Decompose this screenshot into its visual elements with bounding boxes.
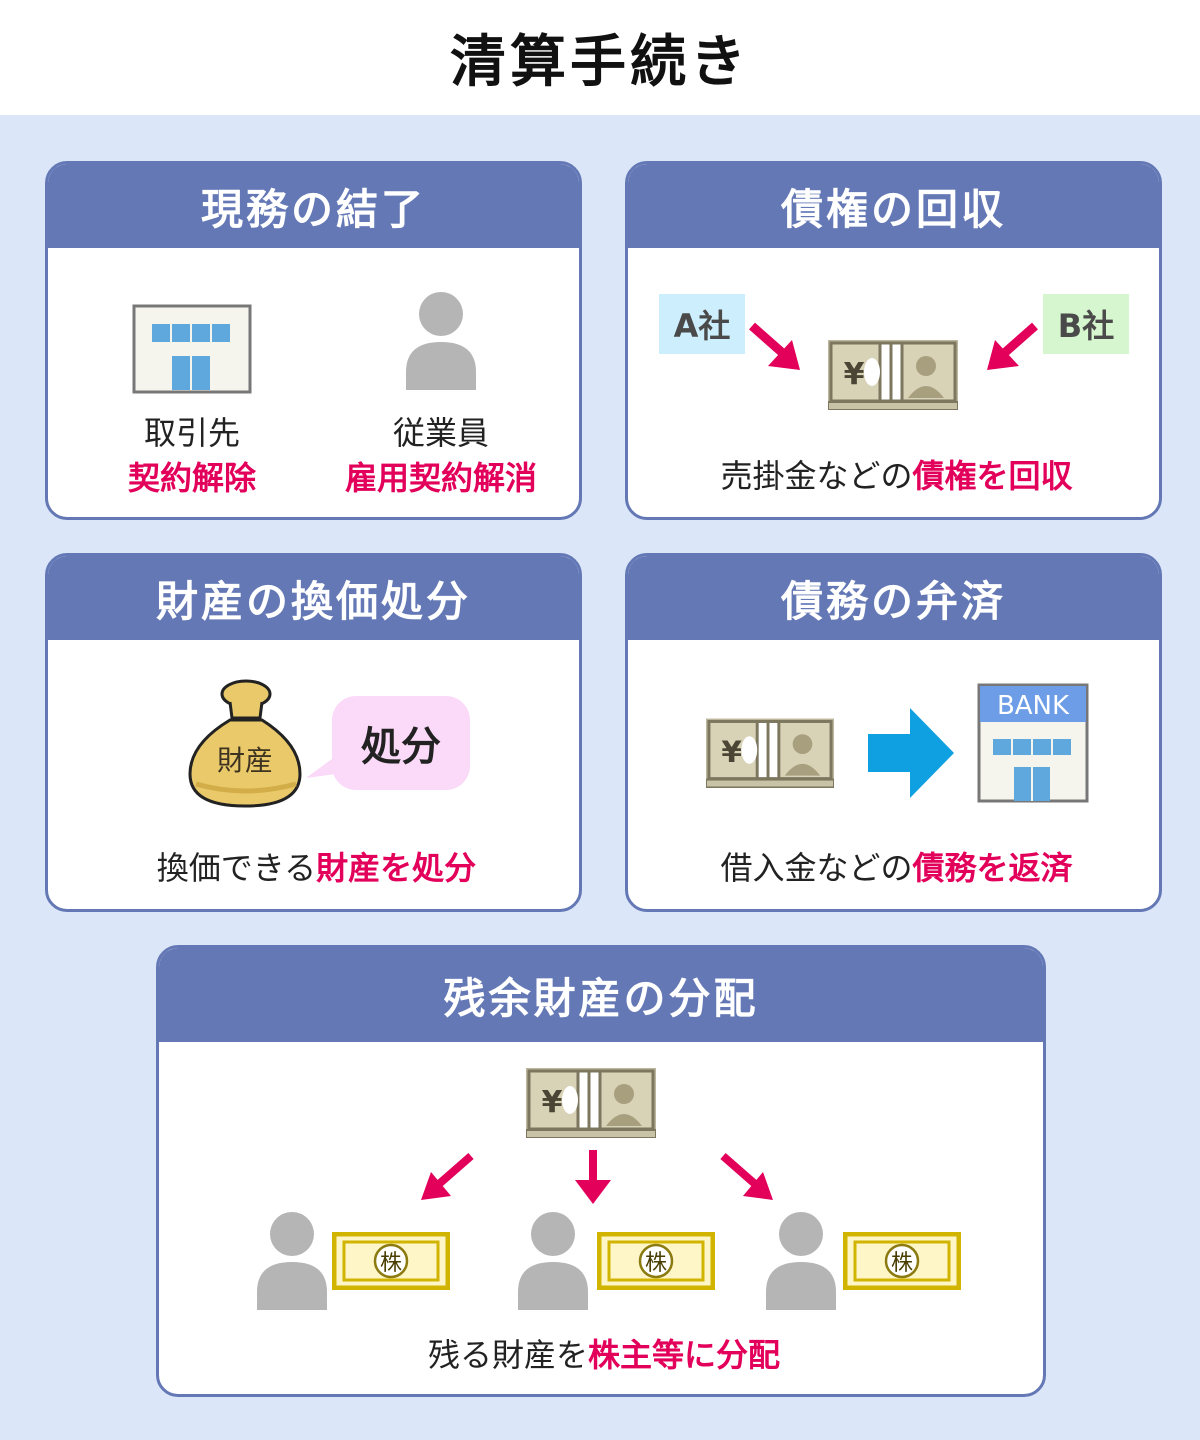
building-icon [132, 304, 252, 394]
card-body: A社 B社 ¥ 売掛金などの債権を回収 [628, 248, 1159, 517]
shareholder-person-icon [518, 1212, 588, 1310]
assets-caption: 換価できる財産を処分 [48, 843, 579, 889]
caption-plain: 売掛金などの [720, 457, 913, 495]
residual-caption: 残る財産を株主等に分配 [159, 1330, 1043, 1376]
card-body: 取引先 契約解除 従業員 雇用契約解消 [48, 248, 579, 517]
speech-bubble: 処分 [332, 696, 470, 790]
card-heading: 現務の結了 [48, 164, 579, 248]
card-heading: 債務の弁済 [628, 556, 1159, 640]
share-certificate-icon: 株 [597, 1232, 715, 1290]
card-residual-distribution: 残余財産の分配 ¥ 株 株 株 残る財産を株主等に分配 [156, 945, 1046, 1397]
employee-label: 従業員 [392, 414, 489, 452]
credit-caption: 売掛金などの債権を回収 [628, 451, 1159, 497]
arrow-down-icon [575, 1150, 611, 1204]
card-heading: 財産の換価処分 [48, 556, 579, 640]
share-mark: 株 [891, 1251, 913, 1276]
arrow-right-icon [868, 708, 954, 798]
card-body: ¥ BANK 借入金などの債務を返済 [628, 640, 1159, 909]
share-certificate-icon: 株 [332, 1232, 450, 1290]
currency-mark: ¥ [542, 1085, 563, 1120]
card-debt-repayment: 債務の弁済 ¥ BANK 借入金などの債務を返済 [625, 553, 1162, 912]
caption-emphasis: 債務を返済 [912, 849, 1073, 887]
money-bag-icon: 財産 [188, 679, 302, 808]
person-icon [406, 292, 476, 390]
arrow-left-down-icon [987, 322, 1038, 370]
yen-bill-icon: ¥ [828, 340, 958, 410]
card-asset-liquidation: 財産の換価処分 財産 処分 換価できる財産を処分 [45, 553, 582, 912]
debt-caption: 借入金などの債務を返済 [628, 843, 1159, 889]
company-b-label: B社 [1043, 294, 1129, 354]
shareholder-person-icon [257, 1212, 327, 1310]
caption-plain: 残る財産を [427, 1336, 588, 1374]
caption-plain: 換価できる [156, 849, 317, 887]
currency-mark: ¥ [721, 735, 742, 769]
shareholder-person-icon [766, 1212, 836, 1310]
share-mark: 株 [645, 1251, 667, 1276]
speech-bubble-tail [306, 756, 336, 778]
currency-mark: ¥ [844, 357, 865, 392]
card-heading: 債権の回収 [628, 164, 1159, 248]
client-action: 契約解除 [127, 459, 256, 497]
caption-emphasis: 株主等に分配 [588, 1336, 781, 1374]
caption-emphasis: 財産を処分 [316, 849, 477, 887]
caption-plain: 借入金などの [720, 849, 913, 887]
arrow-down-left-icon [421, 1152, 474, 1200]
money-bag-label: 財産 [217, 744, 273, 777]
arrow-down-right-icon [720, 1152, 773, 1200]
company-a-label: A社 [659, 294, 745, 354]
card-heading: 残余財産の分配 [159, 948, 1043, 1042]
bank-building-icon: BANK [977, 683, 1089, 803]
share-mark: 株 [380, 1251, 402, 1276]
card-body: ¥ 株 株 株 残る財産を株主等に分配 [159, 1042, 1043, 1394]
client-label: 取引先 [143, 414, 240, 452]
card-credit-collection: 債権の回収 A社 B社 ¥ 売掛金などの債権を回収 [625, 161, 1162, 520]
share-certificate-icon: 株 [843, 1232, 961, 1290]
caption-emphasis: 債権を回収 [912, 457, 1073, 495]
arrow-right-down-icon [749, 322, 800, 370]
card-business-completion: 現務の結了 取引先 契約解除 従業員 雇用契約解消 [45, 161, 582, 520]
yen-bill-icon: ¥ [706, 718, 834, 788]
employee-action: 雇用契約解消 [344, 459, 537, 497]
page-title: 清算手続き [0, 0, 1200, 115]
card-body: 財産 処分 換価できる財産を処分 [48, 640, 579, 909]
yen-bill-icon: ¥ [526, 1068, 656, 1138]
bank-label: BANK [997, 691, 1070, 721]
